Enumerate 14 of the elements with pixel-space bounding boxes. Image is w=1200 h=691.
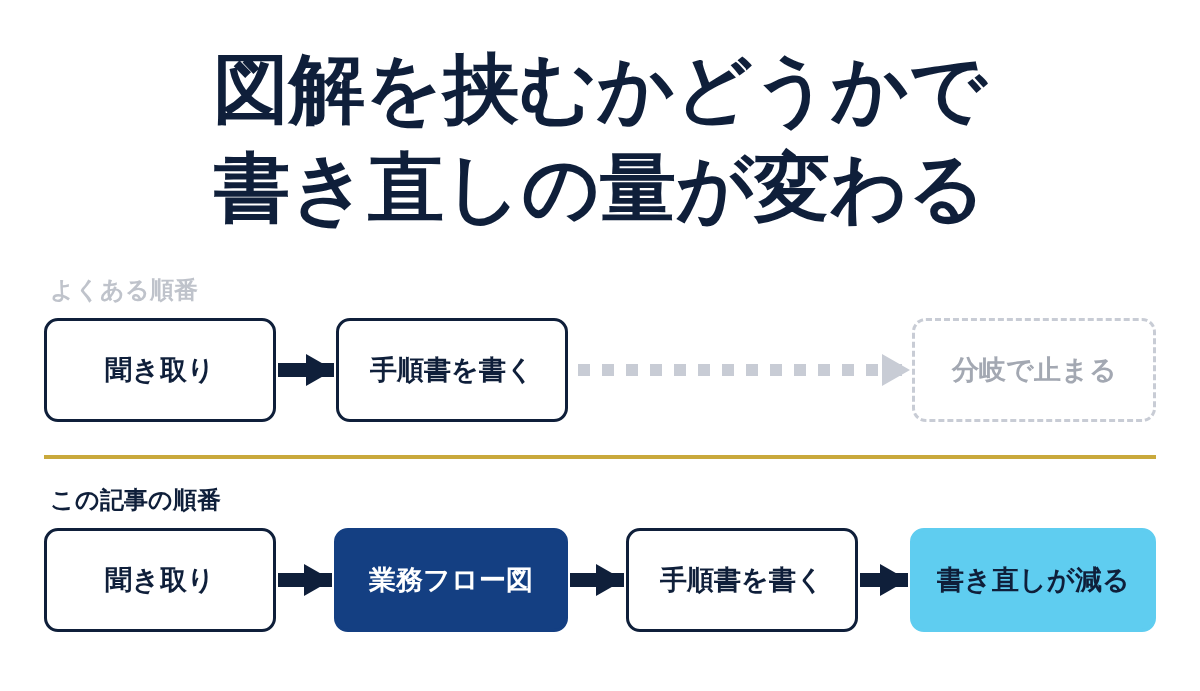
step-box: 手順書を書く bbox=[336, 318, 568, 422]
step-box: 分岐で止まる bbox=[912, 318, 1156, 422]
section-heading: よくある順番 bbox=[50, 275, 198, 306]
step-box: 業務フロー図 bbox=[334, 528, 568, 632]
step-box: 手順書を書く bbox=[626, 528, 858, 632]
title: 図解を挟むかどうかで書き直しの量が変わる bbox=[212, 43, 989, 234]
arrow bbox=[278, 564, 332, 596]
step-box: 聞き取り bbox=[44, 528, 276, 632]
arrow bbox=[278, 354, 334, 386]
section-heading: この記事の順番 bbox=[50, 485, 221, 516]
result-box: 書き直しが減る bbox=[910, 528, 1156, 632]
step-box: 聞き取り bbox=[44, 318, 276, 422]
arrow bbox=[570, 564, 624, 596]
arrow bbox=[860, 564, 908, 596]
